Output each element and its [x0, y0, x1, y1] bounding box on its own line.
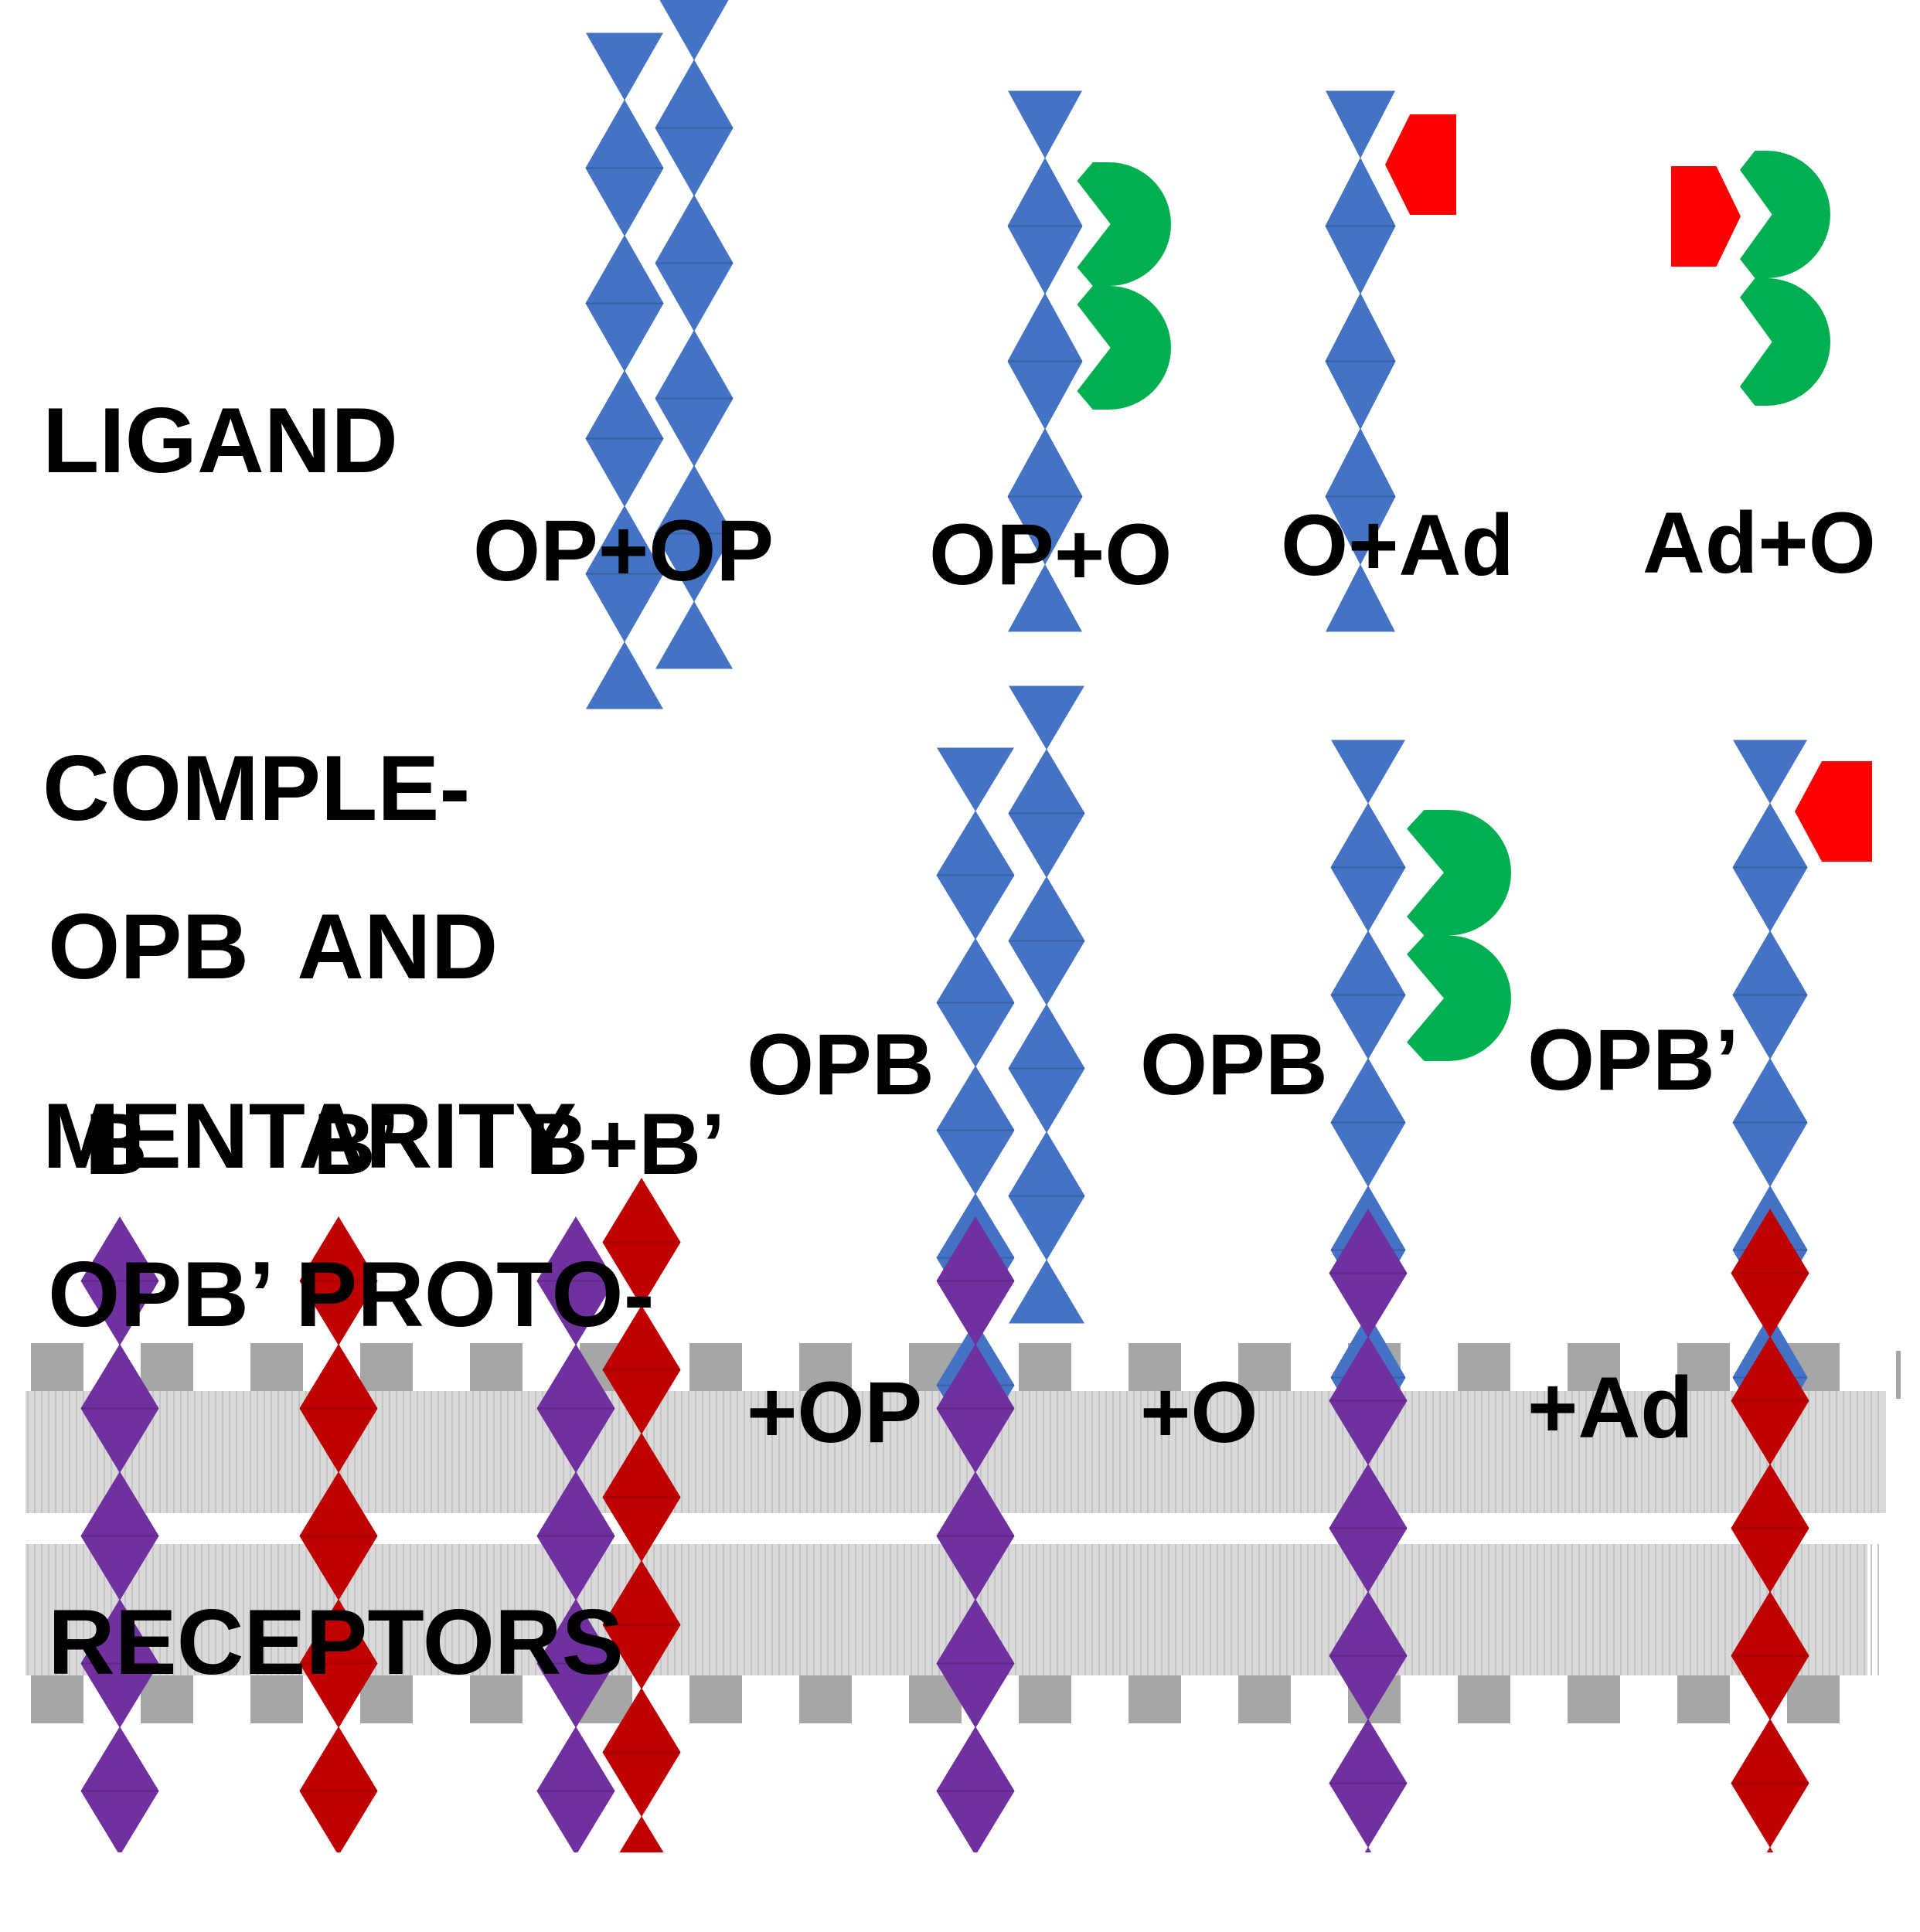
lipid-head-top-edge [1896, 1351, 1901, 1399]
op-chain-o-ad-end-bottom [1326, 564, 1395, 632]
op-chain-o-ad-end-top [1326, 90, 1395, 158]
label-bp: B’ [313, 1096, 400, 1192]
op-chain-right-end-top [659, 0, 729, 60]
o-ligand-ad-o-lobe [1740, 151, 1830, 278]
lipid-head-top [1129, 1343, 1181, 1391]
op-ligand-opb [1008, 685, 1085, 1324]
ad-ligand-o-ad [1385, 114, 1456, 215]
lipid-head-bottom [1568, 1675, 1620, 1723]
label-opb-o: OPB +O [1140, 775, 1328, 1702]
lipid-head-bottom [1787, 1675, 1840, 1723]
lipid-head-top [250, 1343, 303, 1391]
o-ligand-opb-o-lobe [1407, 810, 1511, 936]
heading-ligand-line1: LIGAND [43, 389, 398, 492]
label-opbp-ad-line1: OPB’ [1527, 1012, 1739, 1108]
lipid-head-bottom [141, 1675, 193, 1723]
op-chain-op-o [1007, 90, 1083, 632]
o-ligand-op-o-lobe [1077, 162, 1171, 286]
lipid-head-top [1238, 1343, 1291, 1391]
lipid-head-top [1019, 1343, 1071, 1391]
op-chain-o-ad [1325, 90, 1396, 632]
lipid-head-top [799, 1343, 852, 1391]
lipid-head-bottom [470, 1675, 523, 1723]
ad-ligand-opbp [1795, 761, 1872, 862]
op-chain-op-o-end-bottom [1008, 564, 1082, 632]
label-opb-op-line1: OPB [747, 1016, 934, 1113]
lipid-head-top [141, 1343, 193, 1391]
opb-o-purple [1329, 1209, 1408, 1911]
opb-o-blue-end-top [1331, 740, 1405, 804]
o-ligand-ad-o [1740, 151, 1830, 406]
heading-opb-line3: RECEPTORS [48, 1590, 624, 1694]
lipid-head-top [1677, 1343, 1730, 1391]
heading-ligand-line3: MENTARITY [43, 1084, 577, 1188]
label-opb-o-line2: +O [1140, 1364, 1258, 1461]
opbp-ad-blue-end-top [1733, 740, 1807, 804]
opbp-ad-red [1731, 1209, 1809, 1911]
lipid-head-top [360, 1343, 413, 1391]
label-opb-op-line2: +OP [747, 1364, 923, 1461]
lipid-head-bottom [1019, 1675, 1071, 1723]
label-op-op: OP+OP [473, 502, 774, 599]
lipid-head-bottom [31, 1675, 83, 1723]
o-ligand-opb-o [1407, 810, 1511, 1061]
label-opbp-ad-line2: +Ad [1527, 1359, 1694, 1456]
lipid-head-bottom [1458, 1675, 1510, 1723]
heading-opb-line1: OPB AND [48, 895, 499, 998]
lipid-head-bottom [250, 1675, 303, 1723]
lipid-head-bottom [689, 1675, 742, 1723]
op-ligand-opb-end-top [1009, 685, 1084, 750]
label-op-o: OP+O [929, 506, 1173, 603]
opb-op-purple [936, 1216, 1015, 1919]
op-chain-left [585, 32, 664, 709]
label-opbp-ad: OPB’ +Ad [1527, 770, 1739, 1698]
heading-ligand-line2: COMPLE- [43, 736, 471, 840]
label-b-bp: B+B’ [526, 1096, 726, 1192]
lipid-head-bottom [1238, 1675, 1291, 1723]
lipid-head-top [31, 1343, 83, 1391]
label-ad-o: Ad+O [1643, 495, 1876, 591]
ad-ligand-opbp-shape [1795, 761, 1872, 862]
opbp-ad-red-end-bottom [1731, 1847, 1809, 1911]
diagram-canvas: LIGAND COMPLE- MENTARITY OPB AND OPB’ PR… [26, 0, 1901, 1919]
ad-ligand-o-ad-shape [1385, 114, 1456, 215]
heading-opb: OPB AND OPB’ PROTO- RECEPTORS [48, 657, 655, 1932]
label-opb-o-line1: OPB [1140, 1016, 1328, 1113]
o-ligand-opb-o-lobe [1407, 935, 1511, 1061]
o-ligand-op-o-lobe [1077, 286, 1171, 410]
lipid-head-top [470, 1343, 523, 1391]
label-opb-op: OPB +OP [747, 775, 934, 1702]
lipid-head-bottom [360, 1675, 413, 1723]
opb-op-purple-segment [936, 1726, 1015, 1855]
op-chain-right-end-bottom [655, 601, 733, 669]
ad-ligand-ad-o-shape [1671, 166, 1741, 267]
op-chain-op-o-end-top [1008, 90, 1082, 158]
diagram-art [26, 0, 1901, 1919]
lipid-head-bottom [799, 1675, 852, 1723]
lipid-head-top [1568, 1343, 1620, 1391]
op-ligand-opb-end-bottom [1009, 1260, 1084, 1324]
opb-o-purple-end-bottom [1329, 1847, 1407, 1911]
lipid-head-bottom [1129, 1675, 1181, 1723]
heading-opb-line2: OPB’ PROTO- [48, 1243, 655, 1346]
lipid-head-top [1458, 1343, 1510, 1391]
o-ligand-ad-o-lobe [1740, 278, 1830, 406]
label-b: B [85, 1096, 148, 1192]
o-ligand-op-o [1077, 162, 1171, 410]
label-o-ad: O+Ad [1281, 497, 1514, 594]
opb-op-blue-end-top [937, 747, 1014, 811]
ad-ligand-ad-o [1671, 166, 1741, 267]
op-chain-right [655, 0, 734, 669]
heading-ligand: LIGAND COMPLE- MENTARITY [43, 151, 577, 1426]
op-chain-left-end-top [586, 32, 663, 100]
lipid-head-top [689, 1343, 742, 1391]
op-chain-left-end-bottom [586, 641, 663, 709]
lipid-head-bottom [1677, 1675, 1730, 1723]
